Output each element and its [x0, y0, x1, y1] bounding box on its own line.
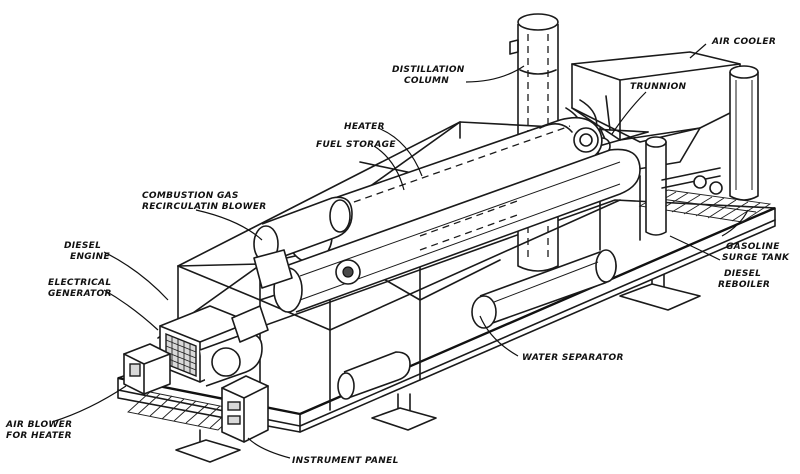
label-instrument-panel: INSTRUMENT PANEL: [292, 456, 399, 466]
label-heater: HEATER: [344, 122, 385, 132]
label-reboiler-line1: DIESEL: [724, 269, 761, 279]
diesel-engine-generator: [159, 305, 269, 387]
label-trunnion: TRUNNION: [630, 82, 687, 92]
label-reboiler-line2: REBOILER: [718, 280, 770, 290]
combustion-gas-blower: [253, 196, 361, 289]
label-diesel-engine-line1: DIESEL: [64, 241, 101, 251]
label-diesel-engine-line2: ENGINE: [70, 252, 110, 262]
label-combustion-line1: COMBUSTION GAS: [142, 191, 239, 201]
water-separator: [471, 249, 617, 329]
label-distillation-line2: COLUMN: [404, 76, 449, 86]
fuel-storage-tank: [273, 148, 641, 313]
label-gasoline-line1: GASOLINE: [726, 242, 780, 252]
label-fuel-storage: FUEL STORAGE: [316, 140, 396, 150]
label-generator-line2: GENERATOR: [48, 289, 112, 299]
label-gasoline-line2: SURGE TANK: [722, 253, 790, 263]
label-generator-line1: ELECTRICAL: [48, 278, 111, 288]
diesel-reboiler: [645, 136, 667, 236]
horizontal-drum: [337, 351, 411, 400]
label-air-cooler: AIR COOLER: [711, 37, 776, 47]
label-air-blower-line2: FOR HEATER: [6, 431, 72, 441]
deck-grating-front: [127, 391, 241, 431]
air-blower-for-heater: [123, 343, 171, 395]
label-distillation-line1: DISTILLATION: [392, 65, 465, 75]
leader-lines: [51, 43, 749, 459]
label-air-blower-line1: AIR BLOWER: [5, 420, 72, 430]
labels: DISTILLATION COLUMN AIR COOLER TRUNNION …: [5, 37, 790, 466]
label-water-separator: WATER SEPARATOR: [522, 353, 624, 363]
instrument-panel-box: [221, 375, 269, 443]
gasoline-surge-tank: [729, 65, 759, 201]
label-combustion-line2: RECIRCULATIN BLOWER: [142, 202, 267, 212]
